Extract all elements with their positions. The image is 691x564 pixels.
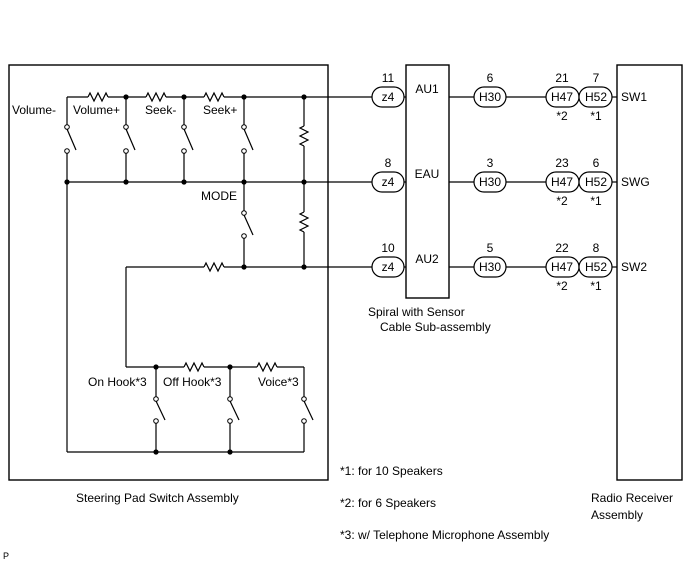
page-marker: P <box>3 551 9 561</box>
connector-h30-row2 <box>473 171 507 193</box>
connector-z4-row1 <box>371 86 405 108</box>
radio-receiver-box <box>616 64 683 481</box>
resistor-off-hook <box>183 361 205 373</box>
conn-h52-row2: H52 <box>585 175 607 189</box>
pin-h30-row2: 3 <box>487 156 494 170</box>
caption-spiral-line1: Spiral with Sensor <box>368 305 465 319</box>
label-mode: MODE <box>201 189 237 203</box>
pin-h47-row1: 21 <box>555 71 569 85</box>
conn-h30-row1: H30 <box>479 90 501 104</box>
label-volume-minus: Volume- <box>12 103 56 117</box>
note-h52-row2: *1 <box>590 194 602 208</box>
term-swg: SWG <box>621 175 650 189</box>
note-2: *2: for 6 Speakers <box>340 496 436 510</box>
connector-z4-row2 <box>371 171 405 193</box>
conn-h47-row3: H47 <box>551 260 573 274</box>
term-eau: EAU <box>415 167 440 181</box>
connector-h52-row1 <box>578 86 613 108</box>
connector-h52-row3 <box>578 256 613 278</box>
note-h47-row1: *2 <box>556 109 568 123</box>
pin-z4-row1: 11 <box>382 71 395 85</box>
note-1: *1: for 10 Speakers <box>340 464 443 478</box>
switch-seek-plus-blade <box>243 128 254 151</box>
label-on-hook: On Hook*3 <box>88 375 147 389</box>
caption-steering: Steering Pad Switch Assembly <box>76 491 239 505</box>
pin-z4-row2: 8 <box>385 156 392 170</box>
pin-h30-row3: 5 <box>487 241 494 255</box>
conn-h52-row1: H52 <box>585 90 607 104</box>
switch-seek-minus-blade <box>183 128 194 151</box>
switch-volume-minus-blade <box>66 128 77 151</box>
label-off-hook: Off Hook*3 <box>163 375 222 389</box>
note-h47-row2: *2 <box>556 194 568 208</box>
resistor-vertical-1 <box>298 125 310 147</box>
switch-off-hook-blade <box>229 400 240 421</box>
note-h47-row3: *2 <box>556 279 568 293</box>
caption-radio-line2: Assembly <box>591 508 643 522</box>
conn-h47-row1: H47 <box>551 90 573 104</box>
resistor-volume <box>87 91 109 103</box>
resistor-hook <box>203 261 225 273</box>
connector-h52-row2 <box>578 171 613 193</box>
caption-radio-line1: Radio Receiver <box>591 491 673 505</box>
pin-h52-row1: 7 <box>593 71 600 85</box>
term-au2: AU2 <box>415 252 439 266</box>
switch-on-hook-blade <box>155 400 166 421</box>
label-seek-minus: Seek- <box>145 103 176 117</box>
term-sw1: SW1 <box>621 90 647 104</box>
pin-h47-row3: 22 <box>555 241 569 255</box>
switch-terminals <box>64 124 307 424</box>
label-seek-plus: Seek+ <box>203 103 237 117</box>
switch-volume-plus-blade <box>125 128 136 151</box>
note-h52-row1: *1 <box>590 109 602 123</box>
connector-z4-row3 <box>371 256 405 278</box>
conn-h52-row3: H52 <box>585 260 607 274</box>
conn-h47-row2: H47 <box>551 175 573 189</box>
connector-h30-row3 <box>473 256 507 278</box>
pin-z4-row3: 10 <box>381 241 395 255</box>
conn-z4-row2: z4 <box>382 175 395 189</box>
caption-spiral-line2: Cable Sub-assembly <box>380 320 491 334</box>
connector-h30-row1 <box>473 86 507 108</box>
term-au1: AU1 <box>415 82 439 96</box>
resistor-seek-plus <box>203 91 225 103</box>
resistor-voice <box>256 361 278 373</box>
pin-h47-row2: 23 <box>555 156 569 170</box>
pin-h30-row1: 6 <box>487 71 494 85</box>
resistor-seek-minus <box>145 91 167 103</box>
switch-mode-blade <box>243 214 254 236</box>
term-sw2: SW2 <box>621 260 647 274</box>
label-voice: Voice*3 <box>258 375 299 389</box>
label-volume-plus: Volume+ <box>73 103 120 117</box>
conn-h30-row2: H30 <box>479 175 501 189</box>
resistor-vertical-2 <box>298 211 310 233</box>
pin-h52-row3: 8 <box>593 241 600 255</box>
conn-z4-row3: z4 <box>382 260 395 274</box>
steering-pad-box <box>8 64 329 481</box>
conn-h30-row3: H30 <box>479 260 501 274</box>
conn-z4-row1: z4 <box>382 90 395 104</box>
pin-h52-row2: 6 <box>593 156 600 170</box>
switch-voice-blade <box>303 400 314 421</box>
note-h52-row3: *1 <box>590 279 602 293</box>
note-3: *3: w/ Telephone Microphone Assembly <box>340 528 549 542</box>
junction-dots <box>64 94 307 455</box>
